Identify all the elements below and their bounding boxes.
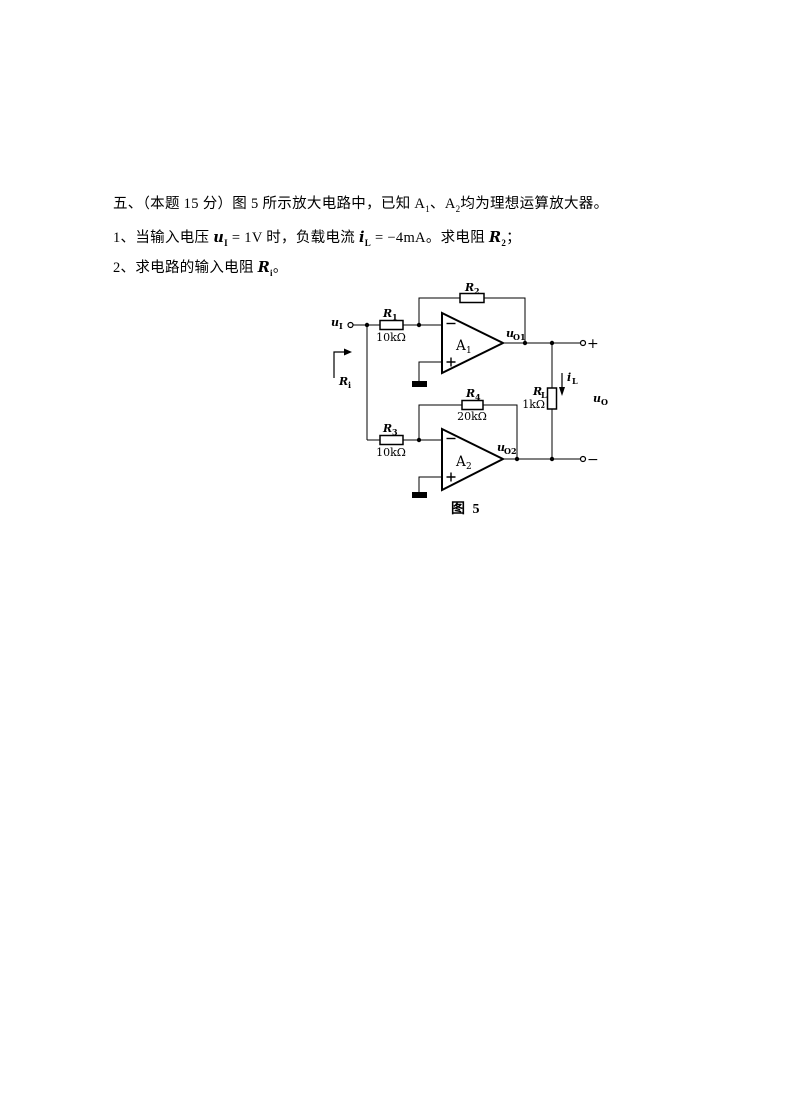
junction-dot xyxy=(416,437,422,443)
wire-a1-plus-ground xyxy=(418,361,442,381)
label-uo1-sub: O1 xyxy=(513,332,526,342)
junction-dot xyxy=(514,456,520,462)
opamp-a1-triangle xyxy=(441,311,506,375)
output-minus-sign: − xyxy=(587,452,599,468)
output-terminal-plus xyxy=(579,339,587,347)
il-arrowhead xyxy=(559,387,565,396)
ri-indicator xyxy=(333,348,352,378)
opamp-polarity-marks xyxy=(446,322,456,482)
junction-dot xyxy=(522,340,528,346)
label-r3: R xyxy=(382,422,392,435)
figure-caption: 图 5 xyxy=(451,502,482,517)
problem-line-1: 五、（本题 15 分）图 5 所示放大电路中，已知 A1、A2均为理想运算放大器… xyxy=(113,192,608,214)
resistor-r1-body xyxy=(379,319,404,331)
terminals xyxy=(347,321,587,463)
opamp-a2-plus-mark xyxy=(446,472,456,482)
output-terminal-minus xyxy=(579,455,587,463)
label-uo-sub: O xyxy=(601,397,608,407)
junction-dot xyxy=(416,322,422,328)
line2-text-c: = −4mA。求电阻 xyxy=(371,230,489,246)
line3-text-b: 。 xyxy=(272,260,288,276)
label-uo2: u xyxy=(497,441,505,454)
label-rl: R xyxy=(532,385,542,398)
junction-dot xyxy=(364,322,370,328)
var-r2-sub: 2 xyxy=(501,237,507,248)
line2-text-a: 1、当输入电压 xyxy=(113,230,214,246)
label-rl-sub: L xyxy=(541,390,547,400)
line1-text-a: 五、（本题 15 分）图 5 所示放大电路中，已知 A xyxy=(113,196,426,212)
label-r1: R xyxy=(382,307,392,320)
var-ui-sub: I xyxy=(224,237,228,248)
label-r3-sub: 3 xyxy=(392,427,398,437)
line1-sub-a1: 1 xyxy=(425,203,431,214)
label-uo2-sub: O2 xyxy=(504,446,517,456)
junction-dot xyxy=(549,340,555,346)
resistor-r3-body xyxy=(379,434,404,446)
value-r1: 10kΩ xyxy=(376,331,406,344)
var-il-sub: L xyxy=(364,237,372,248)
input-terminal xyxy=(347,321,354,329)
il-current-arrow xyxy=(559,373,565,396)
line3-text-a: 2、求电路的输入电阻 xyxy=(113,260,258,276)
var-ri: R xyxy=(257,259,271,276)
line2-text-b: = 1V 时，负载电流 xyxy=(227,230,359,246)
junction-dot xyxy=(549,456,555,462)
var-r2: R xyxy=(488,229,502,246)
label-opamp-a2: A xyxy=(455,454,466,470)
var-ri-sub: i xyxy=(270,267,273,278)
circuit-diagram: u I R 1 10kΩ R 2 A 1 u O1 + R 3 10kΩ R 4… xyxy=(331,281,608,498)
label-r4: R xyxy=(465,387,475,400)
opamp-a1-plus-mark xyxy=(446,357,456,367)
resistor-rl-body xyxy=(546,387,558,410)
ri-arrowhead xyxy=(344,348,352,356)
line1-sub-a2: 2 xyxy=(455,203,461,214)
problem-line-2: 1、当输入电压 uI = 1V 时，负载电流 iL = −4mA。求电阻 R2； xyxy=(113,226,521,248)
resistors xyxy=(379,292,558,446)
var-il: i xyxy=(358,229,365,246)
label-il: i xyxy=(567,371,571,384)
label-ri-sub: i xyxy=(348,380,351,390)
line1-text-b: 、A xyxy=(430,196,456,212)
output-plus-sign: + xyxy=(587,336,599,352)
label-r2: R xyxy=(464,281,474,294)
label-opamp-a1: A xyxy=(455,338,466,354)
opamp-a2-triangle xyxy=(441,427,506,492)
ground-symbol-a2 xyxy=(412,492,427,498)
label-r1-sub: 1 xyxy=(392,312,398,322)
value-r4: 20kΩ xyxy=(457,410,487,423)
resistor-r4-body xyxy=(461,399,484,411)
value-rl: 1kΩ xyxy=(522,398,545,411)
var-ui: u xyxy=(213,229,225,246)
label-r4-sub: 4 xyxy=(475,392,481,402)
resistor-r2-body xyxy=(459,292,485,304)
label-ui: u xyxy=(331,316,339,329)
label-ri: R xyxy=(338,375,348,388)
label-opamp-a2-sub: 2 xyxy=(466,462,472,472)
label-opamp-a1-sub: 1 xyxy=(466,346,472,356)
problem-line-3: 2、求电路的输入电阻 Ri。 xyxy=(113,256,288,278)
junction-dots xyxy=(364,322,555,462)
label-il-sub: L xyxy=(572,376,578,386)
line1-text-c: 均为理想运算放大器。 xyxy=(460,196,609,212)
label-ui-sub: I xyxy=(339,321,343,331)
ri-indicator-line xyxy=(333,351,345,378)
label-uo1: u xyxy=(506,327,514,340)
value-r3: 10kΩ xyxy=(376,446,406,459)
line2-text-d: ； xyxy=(506,230,521,246)
wire-a2-plus-ground xyxy=(418,476,442,492)
ground-symbol-a1 xyxy=(412,381,427,387)
label-uo: u xyxy=(593,392,601,405)
label-r2-sub: 2 xyxy=(474,286,480,296)
